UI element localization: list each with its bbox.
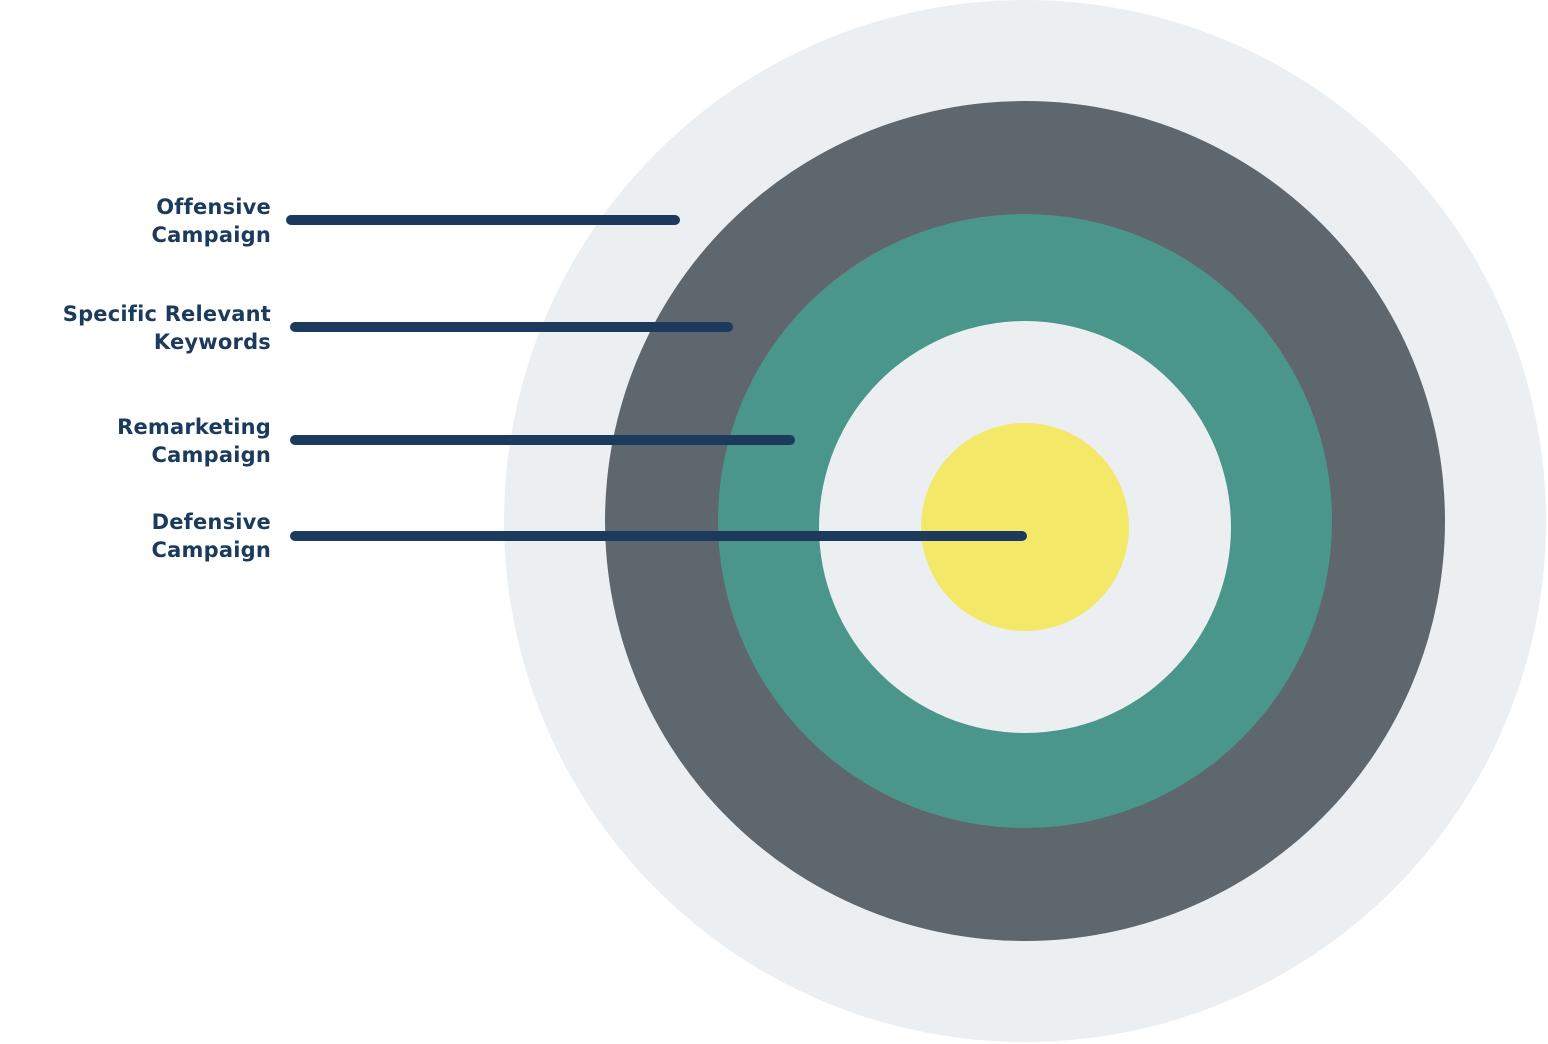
label-line: Offensive: [156, 195, 271, 219]
label-line: Defensive: [151, 510, 271, 534]
label-defensive-campaign: Defensive Campaign: [152, 508, 271, 564]
label-line: Remarketing: [117, 415, 271, 439]
label-line: Keywords: [153, 330, 271, 354]
label-line: Campaign: [151, 443, 271, 467]
bullseye: [921, 423, 1129, 631]
label-line: Campaign: [151, 538, 271, 562]
label-offensive-campaign: Offensive Campaign: [152, 193, 271, 249]
label-line: Campaign: [151, 223, 271, 247]
label-remarketing-campaign: Remarketing Campaign: [117, 413, 271, 469]
label-specific-relevant-keywords: Specific Relevant Keywords: [63, 300, 271, 356]
label-line: Specific Relevant: [62, 302, 271, 326]
